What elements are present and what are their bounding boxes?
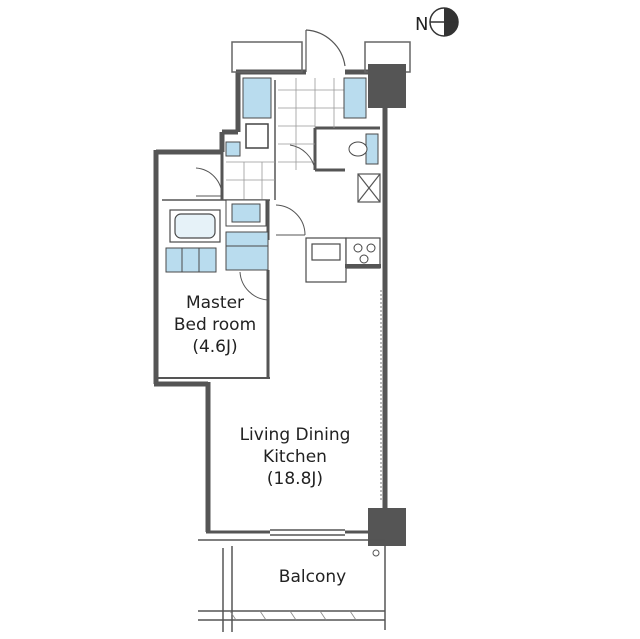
kitchen-cabinet xyxy=(345,264,381,268)
entry-storage xyxy=(242,77,367,119)
bath-door xyxy=(195,167,223,197)
ldk-area: (18.8J) xyxy=(266,469,324,489)
stove-icon xyxy=(353,243,376,264)
balcony-drain xyxy=(372,549,380,557)
balcony-outline xyxy=(198,539,386,632)
compass-north-label: N xyxy=(415,14,429,35)
balcony-line1: Balcony xyxy=(278,567,347,587)
bedroom-door xyxy=(239,271,269,301)
storage-closet xyxy=(357,173,381,203)
ldk-line2: Kitchen xyxy=(263,447,327,467)
toilet-door xyxy=(289,144,316,171)
balcony-railing-pattern xyxy=(229,610,357,621)
balcony-sliding-door xyxy=(270,529,345,536)
north-arrow-icon xyxy=(429,7,459,37)
washbasin xyxy=(225,141,267,227)
kitchen-counter xyxy=(305,237,381,283)
ldk-label: Living Dining Kitchen (18.8J) xyxy=(220,424,370,490)
balcony-label: Balcony xyxy=(255,566,370,588)
master-bedroom-line2: Bed room xyxy=(173,315,257,335)
master-bedroom-area: (4.6J) xyxy=(192,337,238,357)
entry-door xyxy=(305,29,346,72)
toilet xyxy=(348,133,379,165)
ldk-door xyxy=(275,204,306,236)
ldk-line1: Living Dining xyxy=(239,425,351,445)
washing-machine-area xyxy=(225,231,269,271)
master-bedroom-label: Master Bed room (4.6J) xyxy=(160,292,270,358)
bathtub xyxy=(169,209,221,243)
bedroom-closet xyxy=(165,247,217,273)
master-bedroom-line1: Master xyxy=(185,293,245,313)
refrigerator-space xyxy=(245,123,269,149)
column-top-right xyxy=(368,64,406,108)
